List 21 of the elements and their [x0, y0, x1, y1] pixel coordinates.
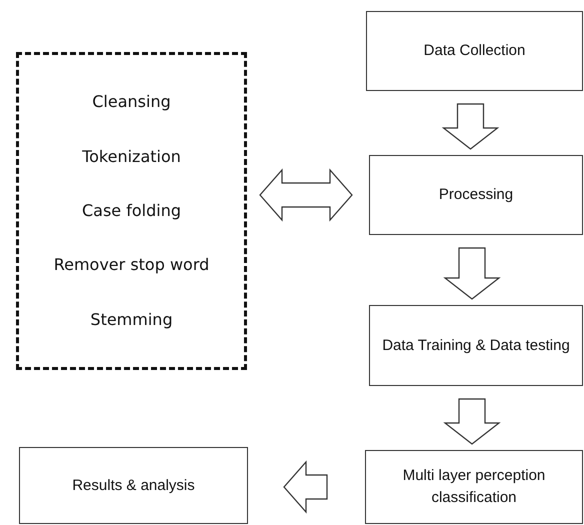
step-text: Stemming — [90, 310, 173, 330]
block-arrow — [443, 247, 501, 300]
process-box — [365, 450, 583, 524]
step-text: Cleansing — [92, 92, 171, 112]
block-arrow — [259, 168, 353, 222]
block-arrow — [443, 398, 501, 445]
box-text: Processing — [438, 185, 514, 205]
block-arrow — [442, 103, 500, 150]
box-text: Results & analysis — [72, 476, 195, 496]
dashed-group-box — [16, 52, 247, 370]
process-box — [369, 155, 583, 235]
box-text: Data Collection — [424, 41, 526, 61]
block-arrow — [283, 460, 328, 514]
box-text: Multi layer perception classification — [402, 466, 546, 508]
step-text: Remover stop word — [54, 255, 210, 276]
process-box — [19, 447, 248, 524]
step-text: Tokenization — [82, 146, 181, 167]
process-box — [366, 11, 583, 91]
box-text: Data Training & Data testing — [382, 336, 570, 356]
process-box — [369, 305, 583, 386]
step-text: Case folding — [82, 200, 181, 221]
